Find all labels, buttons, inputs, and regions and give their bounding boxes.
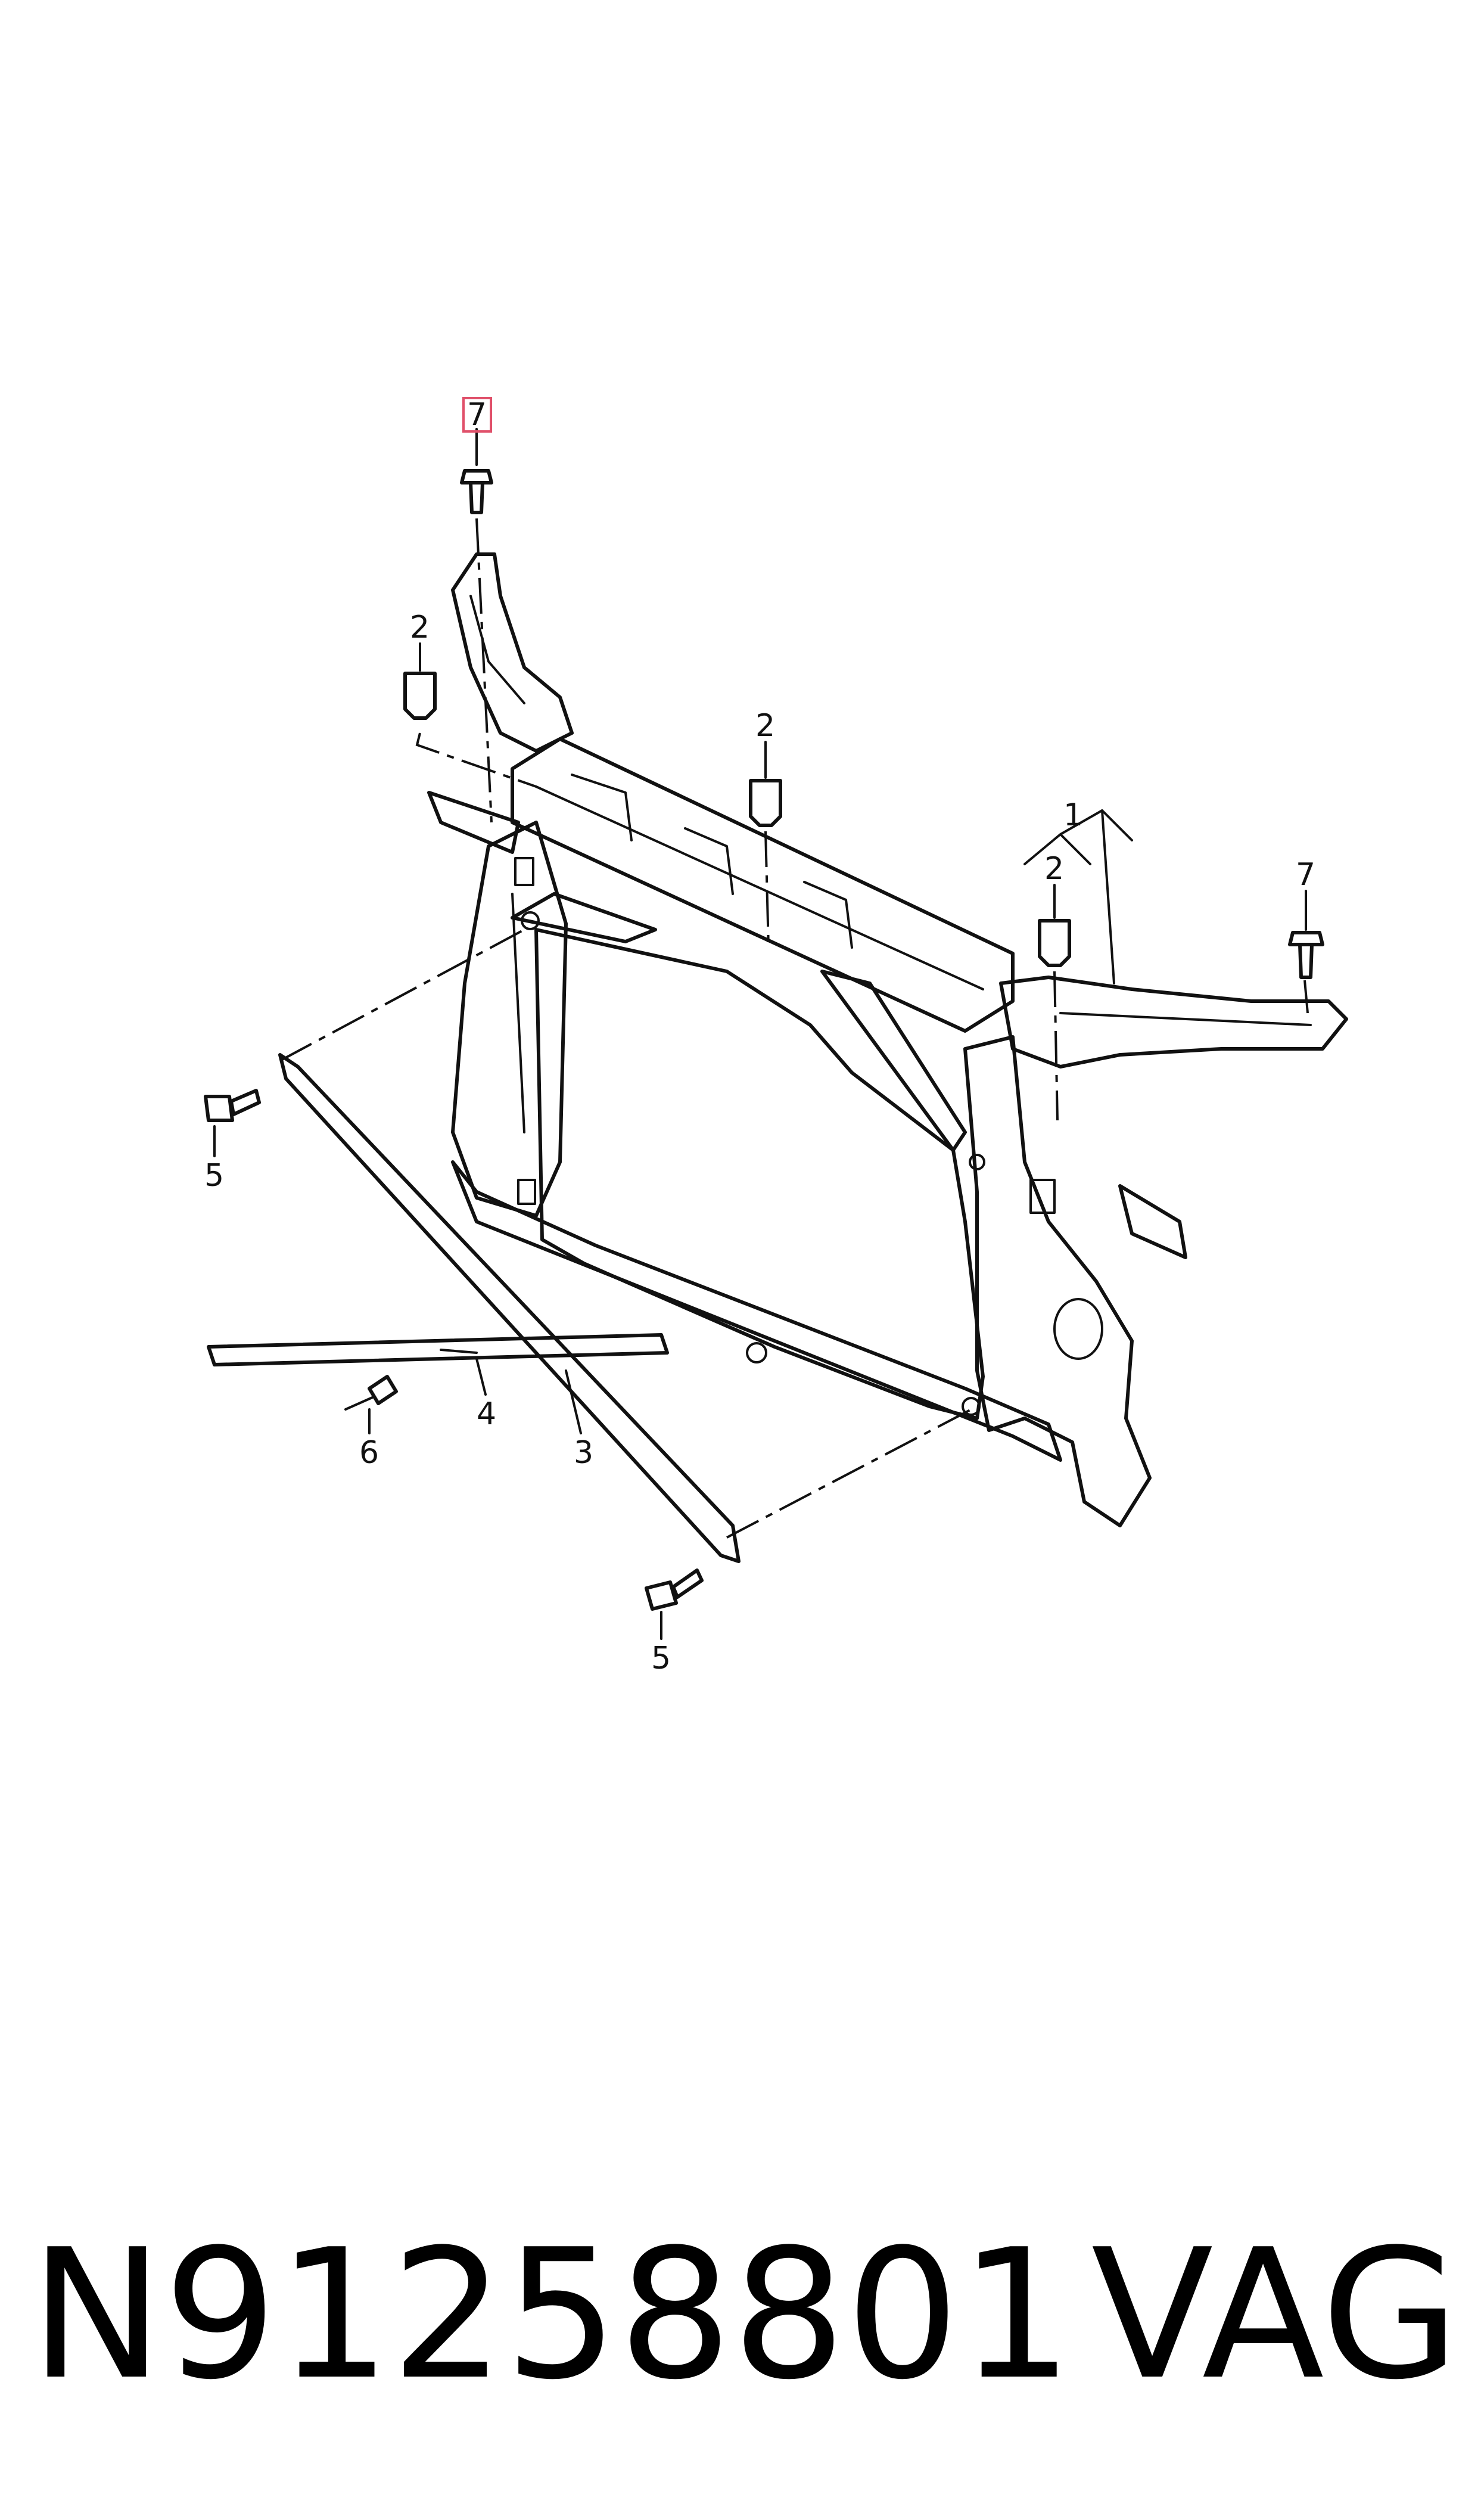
brand: VAG <box>1091 2211 1460 2419</box>
assembly-lines <box>279 518 1309 1539</box>
cross-rod <box>207 1333 669 1366</box>
part-number: N91258801 <box>30 2211 1074 2419</box>
strut-rod <box>278 1053 741 1563</box>
callout-3[interactable]: 3 <box>574 1435 593 1471</box>
callout-labels: 7 2 2 1 2 7 5 4 6 3 5 <box>204 397 1315 1676</box>
callout-7-top[interactable]: 7 <box>467 397 487 433</box>
leader-lines <box>213 428 1307 1640</box>
bolt-5-bottom <box>645 1568 704 1611</box>
callout-2-left[interactable]: 2 <box>410 610 430 645</box>
callout-4[interactable]: 4 <box>477 1396 496 1432</box>
callout-5-left[interactable]: 5 <box>204 1158 224 1194</box>
fastener-2-right <box>1038 919 1071 967</box>
callout-5-bottom[interactable]: 5 <box>651 1641 671 1676</box>
callout-2-right[interactable]: 2 <box>1044 851 1064 887</box>
callout-7-top-highlight <box>462 397 492 433</box>
fastener-7-right <box>1288 931 1324 979</box>
callout-6[interactable]: 6 <box>359 1435 379 1471</box>
callout-7-right[interactable]: 7 <box>1296 857 1315 893</box>
fastener-2-left <box>403 672 437 720</box>
callout-2-middle[interactable]: 2 <box>755 708 775 744</box>
fastener-2-middle <box>749 779 782 827</box>
rivet-6 <box>344 1375 398 1411</box>
callout-1[interactable]: 1 <box>1063 797 1083 833</box>
front-carrier-frame <box>427 552 1348 1527</box>
fastener-7-top <box>460 469 493 514</box>
bolt-5-left <box>204 1089 261 1122</box>
footer: N91258801 VAG <box>30 2217 1460 2414</box>
